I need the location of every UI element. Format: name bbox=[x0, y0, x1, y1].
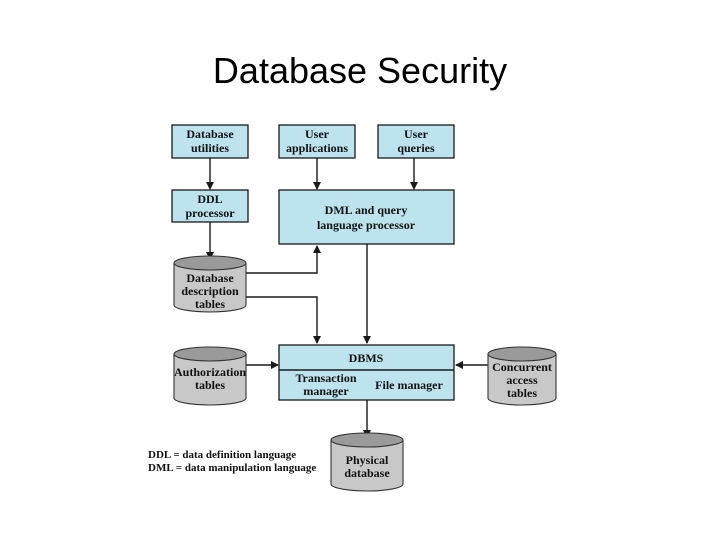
database-utilities-box: Database utilities bbox=[171, 124, 249, 159]
description-line-1: Database bbox=[186, 271, 234, 285]
user-queries-box: User queries bbox=[377, 124, 455, 159]
authorization-line-2: tables bbox=[195, 378, 225, 392]
database-description-tables-cylinder: Database description tables bbox=[173, 255, 247, 313]
ddl-processor-box: DDL processor bbox=[171, 189, 249, 223]
authorization-line-1: Authorization bbox=[174, 365, 246, 379]
file-manager-label: File manager bbox=[375, 378, 443, 392]
transaction-manager-line-1: Transaction bbox=[295, 371, 356, 385]
ddl-processor-line-1: DDL bbox=[197, 192, 222, 206]
description-line-3: tables bbox=[195, 297, 225, 311]
physical-line-1: Physical bbox=[346, 453, 389, 467]
legend-ddl: DDL = data definition language bbox=[148, 449, 296, 461]
user-applications-line-2: applications bbox=[286, 141, 348, 155]
connectors bbox=[206, 158, 488, 438]
concurrent-access-tables-cylinder: Concurrent access tables bbox=[487, 346, 557, 406]
user-queries-line-2: queries bbox=[397, 141, 435, 155]
dbms-box: DBMS Transaction manager File manager bbox=[278, 344, 455, 401]
dbms-label: DBMS bbox=[349, 351, 384, 365]
authorization-tables-cylinder: Authorization tables bbox=[173, 346, 247, 406]
concurrent-line-1: Concurrent bbox=[492, 360, 552, 374]
user-applications-line-1: User bbox=[305, 127, 330, 141]
abbreviation-legend: DDL = data definition language DML = dat… bbox=[148, 449, 316, 474]
physical-database-cylinder: Physical database bbox=[330, 432, 404, 492]
slide-title: Database Security bbox=[212, 50, 508, 91]
user-applications-box: User applications bbox=[278, 124, 356, 159]
dml-processor-box: DML and query language processor bbox=[278, 189, 455, 245]
concurrent-line-2: access bbox=[506, 373, 538, 387]
transaction-manager-line-2: manager bbox=[303, 384, 349, 398]
database-utilities-line-2: utilities bbox=[191, 141, 229, 155]
legend-dml: DML = data manipulation language bbox=[148, 462, 316, 474]
concurrent-line-3: tables bbox=[507, 386, 537, 400]
ddl-processor-line-2: processor bbox=[185, 206, 235, 220]
physical-line-2: database bbox=[344, 466, 390, 480]
dml-processor-line-2: language processor bbox=[317, 218, 416, 232]
arrow-description-to-dml bbox=[246, 245, 321, 274]
arrow-description-to-dbms bbox=[246, 296, 321, 344]
description-line-2: description bbox=[181, 284, 239, 298]
dml-processor-line-1: DML and query bbox=[325, 203, 408, 217]
user-queries-line-1: User bbox=[404, 127, 429, 141]
database-utilities-line-1: Database bbox=[186, 127, 234, 141]
